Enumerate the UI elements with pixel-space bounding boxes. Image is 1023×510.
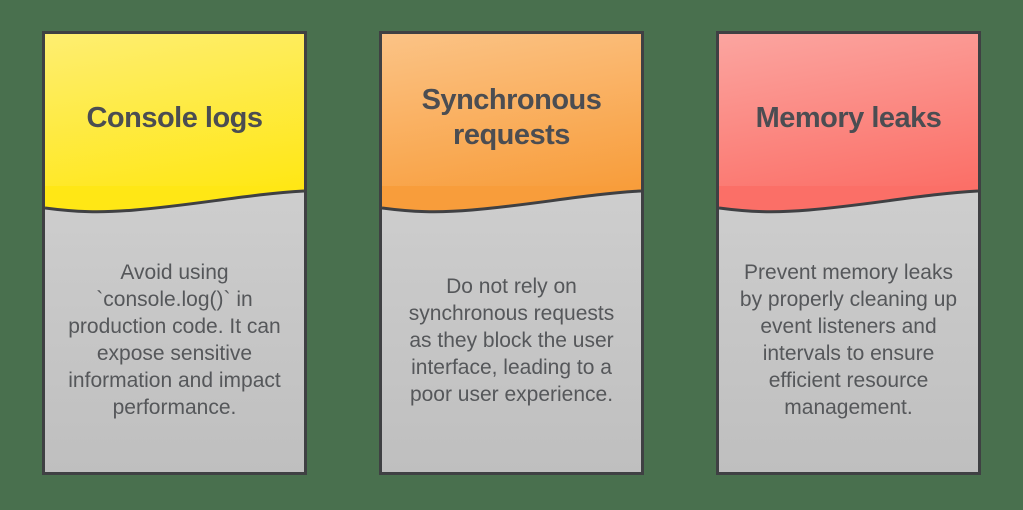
card-title: Synchronous requests bbox=[421, 84, 602, 151]
card-title: Memory leaks bbox=[755, 101, 942, 134]
wave-divider bbox=[382, 186, 641, 214]
card-header-memory-leaks: Memory leaks bbox=[719, 34, 978, 186]
card-header-synchronous-requests: Synchronous requests bbox=[382, 34, 641, 186]
card-description: Do not rely on synchronous requests as t… bbox=[408, 274, 615, 406]
wave-divider bbox=[45, 186, 304, 214]
wave-divider bbox=[719, 186, 978, 214]
card-title: Console logs bbox=[86, 101, 263, 134]
card-body: Avoid using `console.log()` in productio… bbox=[45, 220, 304, 472]
card-description: Avoid using `console.log()` in productio… bbox=[68, 261, 281, 419]
card-memory-leaks: Memory leaks Prevent memory leaks by pro… bbox=[716, 31, 981, 475]
card-body: Prevent memory leaks by properly cleanin… bbox=[719, 220, 978, 472]
card-console-logs: Console logs Avoid using `console.log()`… bbox=[42, 31, 307, 475]
card-description: Prevent memory leaks by properly cleanin… bbox=[739, 261, 958, 419]
cards-row: Console logs Avoid using `console.log()`… bbox=[42, 31, 981, 475]
card-header-console-logs: Console logs bbox=[45, 34, 304, 186]
card-body: Do not rely on synchronous requests as t… bbox=[382, 220, 641, 472]
card-synchronous-requests: Synchronous requests Do not rely on sync… bbox=[379, 31, 644, 475]
